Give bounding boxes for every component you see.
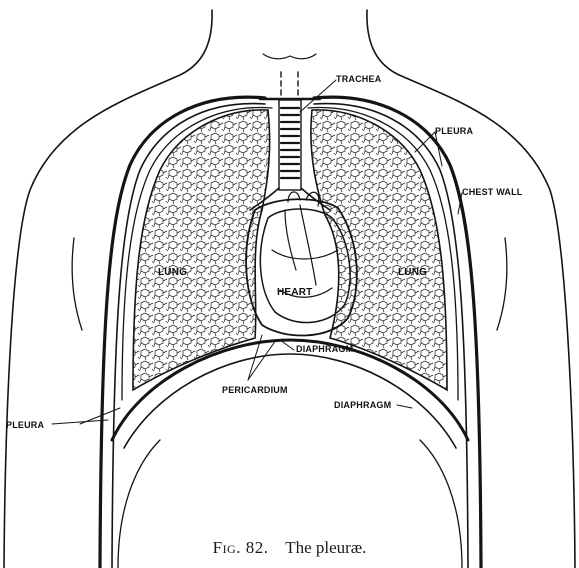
neck-trachea-dashes: [281, 72, 298, 98]
label-pleura-top: PLEURA: [435, 126, 474, 136]
diaphragm: [112, 340, 468, 568]
left-lung: [133, 110, 270, 390]
label-trachea: TRACHEA: [336, 74, 382, 84]
label-chest-wall: CHEST WALL: [462, 187, 523, 197]
label-lung-left: LUNG: [158, 267, 187, 278]
figure-number: Fig. 82.: [213, 538, 269, 557]
label-diaphragm-right: DIAPHRAGM: [334, 400, 391, 410]
figure-caption-text: The pleuræ.: [285, 538, 366, 557]
label-pericardium: PERICARDIUM: [222, 385, 288, 395]
label-heart: HEART: [277, 287, 312, 298]
label-lung-right: LUNG: [398, 267, 427, 278]
label-diaphragm-center: DIAPHRAGM: [296, 344, 353, 354]
figure-caption: Fig. 82. The pleuræ.: [0, 538, 579, 558]
label-pleura-left: PLEURA: [6, 420, 45, 430]
